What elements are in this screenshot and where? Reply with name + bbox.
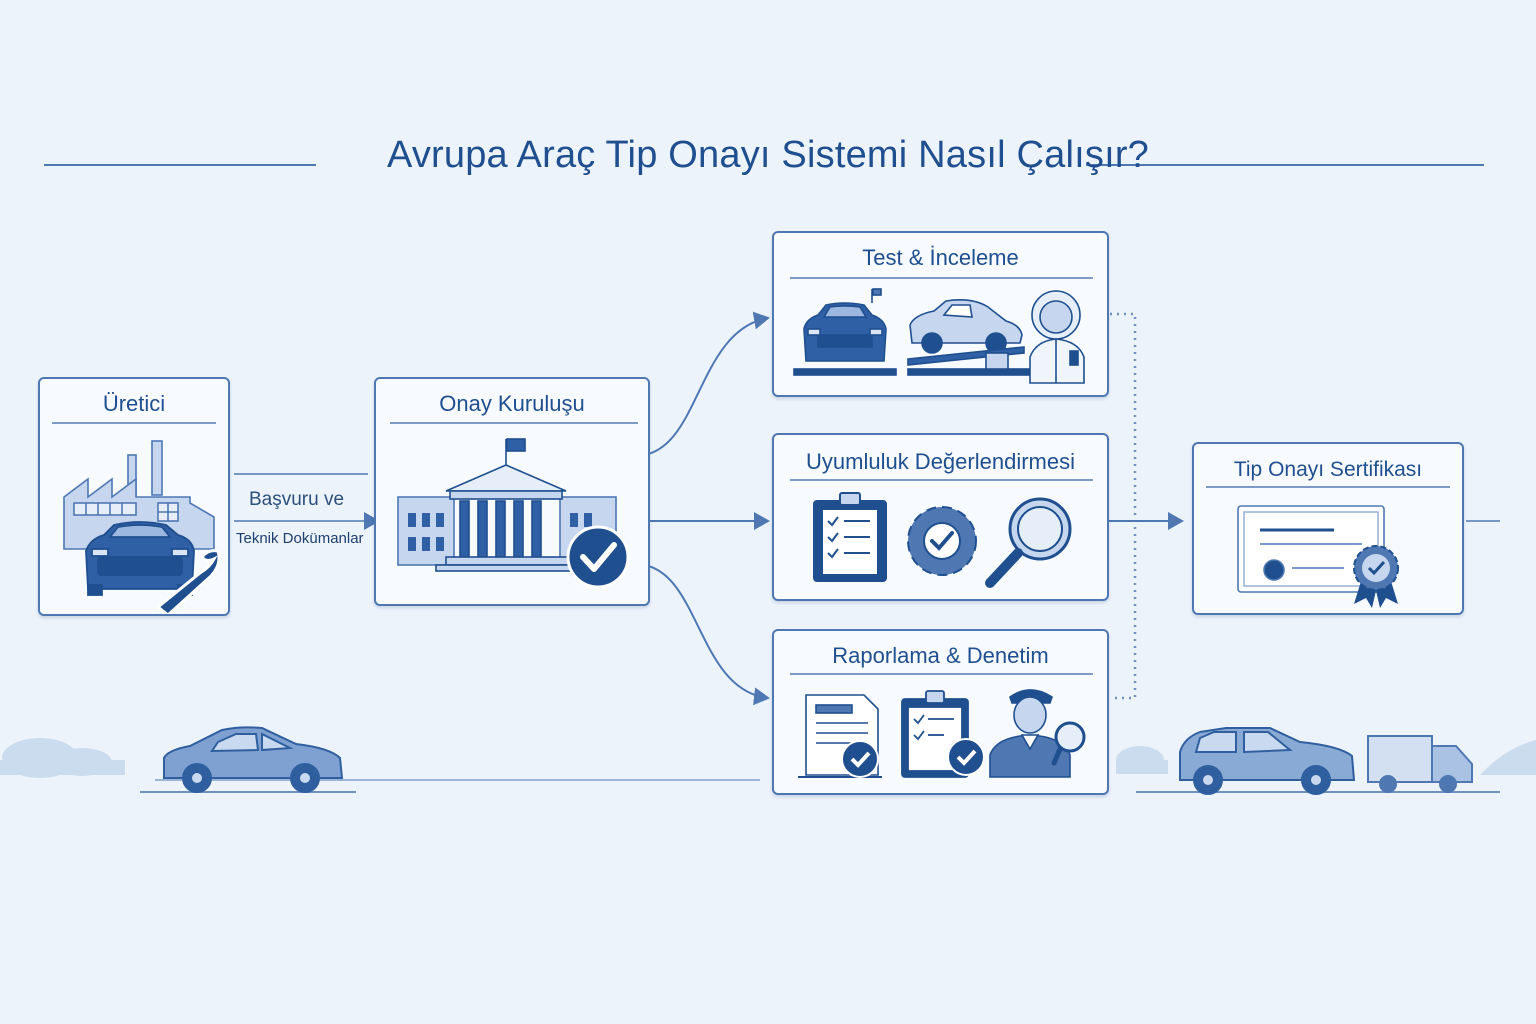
node-reporting-title: Raporlama & Denetim (832, 643, 1049, 668)
clipboard-checklist-icon (813, 492, 887, 582)
government-building-icon (397, 438, 617, 572)
edge-label-application: Başvuru ve (249, 489, 345, 510)
node-authority-title: Onay Kuruluşu (439, 391, 585, 416)
card-divider (390, 422, 638, 424)
node-certificate-title: Tip Onayı Sertifikası (1233, 458, 1423, 481)
car-decor-right-icon (1179, 727, 1356, 795)
wrench-icon (155, 549, 221, 614)
node-testing-title: Test & İnceleme (862, 245, 1019, 270)
car-decor-left-icon (163, 726, 344, 793)
gear-check-icon (907, 506, 977, 576)
node-reporting-audit: Raporlama & Denetim (772, 629, 1109, 795)
node-compliance-title: Uyumluluk Değerlendirmesi (806, 449, 1075, 474)
factory-icon (63, 440, 215, 550)
title-rule-right (1086, 164, 1484, 166)
page-title: Avrupa Araç Tip Onayı Sistemi Nasıl Çalı… (386, 134, 1150, 176)
node-testing-inspection: Test & İnceleme (772, 231, 1109, 397)
award-ribbon-icon (1353, 545, 1399, 608)
reporting-illustration (798, 689, 1086, 778)
test-technician-icon (1029, 290, 1085, 384)
magnifier-icon (985, 497, 1072, 588)
card-divider (790, 673, 1093, 675)
inspector-icon (989, 689, 1086, 778)
cloud-right-2 (1480, 740, 1536, 775)
car-icon (85, 521, 195, 596)
card-divider (52, 422, 216, 424)
card-divider (790, 277, 1093, 279)
car-front-icon (793, 302, 897, 376)
car-on-ramp-icon (871, 288, 1033, 376)
testing-illustration (793, 288, 1085, 384)
node-manufacturer: Üretici (38, 377, 230, 616)
truck-decor-icon (1367, 735, 1473, 793)
node-type-approval-certificate: Tip Onayı Sertifikası (1192, 442, 1464, 615)
certificate-icon (1237, 505, 1385, 593)
authority-illustration (397, 438, 630, 589)
node-approval-authority: Onay Kuruluşu (374, 377, 650, 606)
node-manufacturer-title: Üretici (102, 391, 166, 416)
clipboard-check-icon (901, 690, 985, 778)
card-divider (1206, 486, 1450, 488)
manufacturer-illustration (63, 440, 221, 614)
cloud-left (0, 738, 125, 778)
certificate-illustration (1237, 505, 1399, 608)
checkmark-badge-icon (566, 525, 630, 589)
node-compliance-assessment: Uyumluluk Değerlendirmesi (772, 433, 1109, 601)
edge-label-technical-docs: Teknik Dokümanlar (236, 530, 364, 547)
cloud-right-1 (1116, 746, 1168, 774)
document-check-icon (798, 694, 882, 778)
compliance-illustration (813, 492, 1072, 588)
card-divider (790, 479, 1093, 481)
title-rule-left (44, 164, 316, 166)
